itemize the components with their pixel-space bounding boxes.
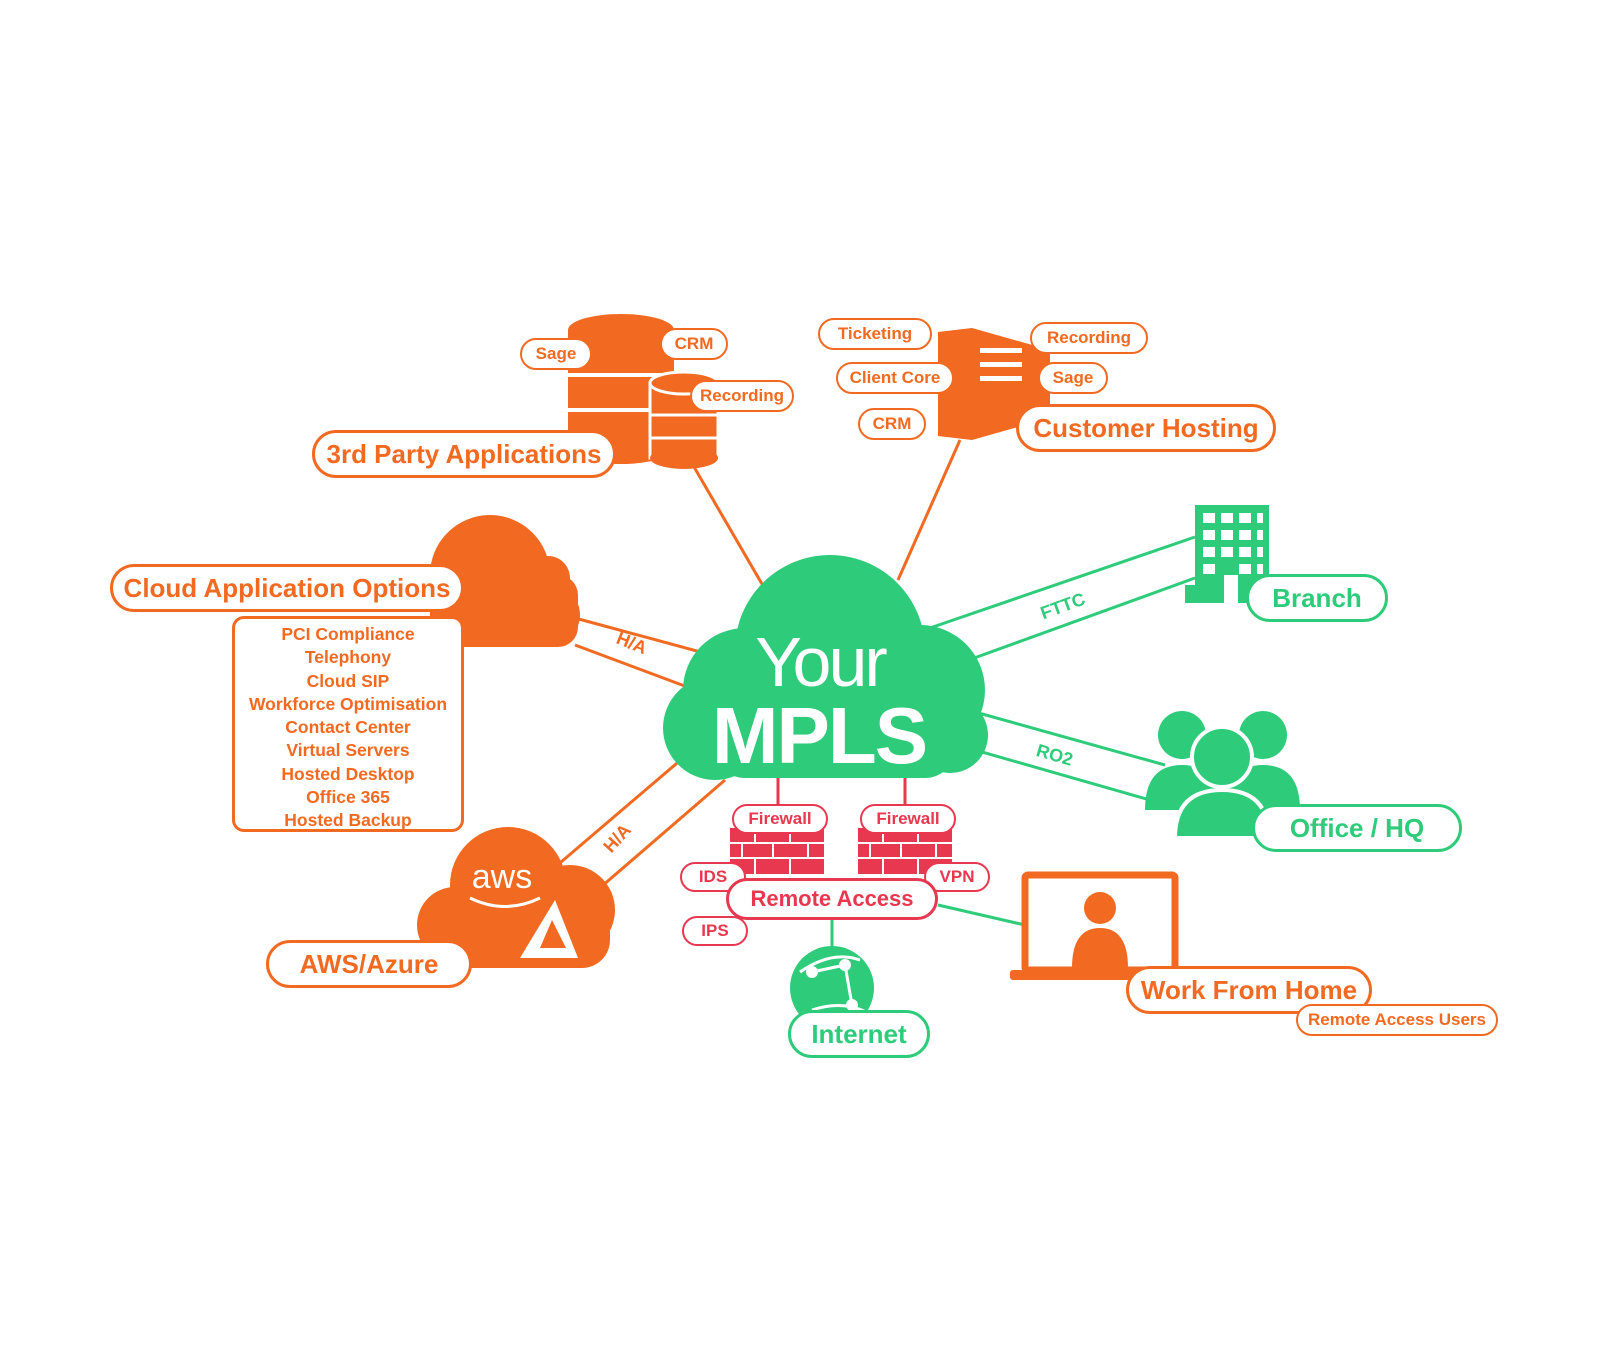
tag-crm-hosting: CRM xyxy=(858,408,926,440)
tag-sage-3rd-party: Sage xyxy=(520,338,592,370)
title-aws-azure: AWS/Azure xyxy=(266,940,472,988)
aws-azure-cloud-icon: aws xyxy=(417,827,615,968)
title-cloud-application-options: Cloud Application Options xyxy=(110,564,464,612)
list-item: Virtual Servers xyxy=(286,740,410,761)
line-branch-1 xyxy=(929,535,1196,630)
aws-logo-text: aws xyxy=(472,858,532,896)
tag-sage-hosting: Sage xyxy=(1038,362,1108,394)
list-item: Hosted Desktop xyxy=(281,763,415,784)
tag-firewall-left: Firewall xyxy=(732,804,828,834)
tag-recording-3rd-party: Recording xyxy=(690,380,794,412)
subtitle-remote-access-users: Remote Access Users xyxy=(1296,1004,1498,1036)
title-customer-hosting: Customer Hosting xyxy=(1016,404,1276,452)
laptop-user-icon xyxy=(1010,871,1190,980)
cloud-application-options-list: PCI Compliance Telephony Cloud SIP Workf… xyxy=(232,616,464,832)
list-item: Office 365 xyxy=(306,787,390,808)
title-office-hq: Office / HQ xyxy=(1252,804,1462,852)
mpls-cloud-icon xyxy=(663,555,988,780)
firewall-left-icon xyxy=(730,828,824,874)
list-item: Hosted Backup xyxy=(284,810,412,831)
line-office-2 xyxy=(974,748,1151,802)
title-internet: Internet xyxy=(788,1010,930,1058)
line-aws-1 xyxy=(539,750,691,882)
cloud-icon xyxy=(430,515,580,647)
title-remote-access: Remote Access xyxy=(726,878,938,920)
list-item: Telephony xyxy=(304,647,392,668)
title-branch: Branch xyxy=(1246,574,1388,622)
tag-client-core: Client Core xyxy=(836,362,954,394)
line-cloud-apps-2 xyxy=(574,643,691,690)
line-office-1 xyxy=(974,710,1166,767)
tag-ips: IPS xyxy=(682,916,748,946)
list-item: PCI Compliance xyxy=(281,624,415,644)
line-branch-2 xyxy=(954,576,1196,667)
list-item: Contact Center xyxy=(285,717,411,738)
users-icon xyxy=(1145,711,1300,840)
tag-recording-hosting: Recording xyxy=(1030,322,1148,354)
center-title-mpls: MPLS xyxy=(711,691,928,780)
tag-vpn: VPN xyxy=(924,862,990,892)
globe-icon xyxy=(790,946,874,1030)
line-customer-hosting xyxy=(896,439,962,581)
list-item: Workforce Optimisation xyxy=(248,693,448,714)
tag-ticketing: Ticketing xyxy=(818,318,932,350)
line-wfh xyxy=(937,903,1026,927)
title-3rd-party-applications: 3rd Party Applications xyxy=(312,430,616,478)
list-item: Cloud SIP xyxy=(306,670,390,691)
tag-firewall-right: Firewall xyxy=(860,804,956,834)
center-title-your: Your xyxy=(755,623,887,701)
tag-crm-3rd-party: CRM xyxy=(660,328,728,360)
